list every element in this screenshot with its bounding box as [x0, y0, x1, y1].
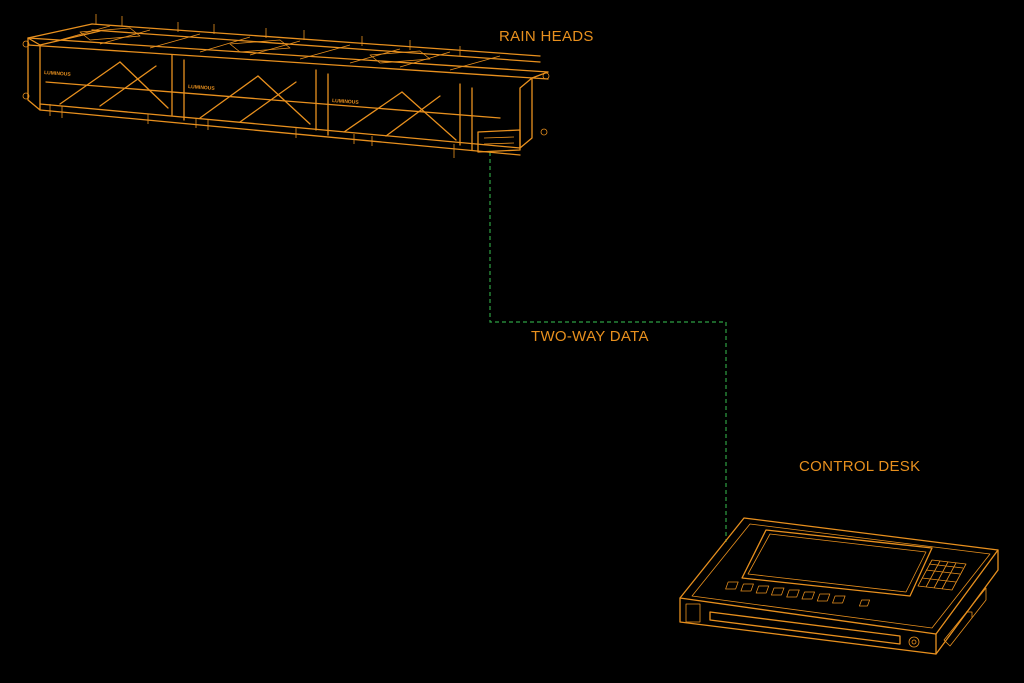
svg-text:LUMINOUS: LUMINOUS — [44, 70, 72, 78]
two-way-data-link — [489, 152, 727, 542]
svg-text:LUMINOUS: LUMINOUS — [332, 98, 360, 106]
keypad — [917, 559, 967, 591]
button-row — [725, 581, 871, 607]
rain-heads-truss-icon: LUMINOUS LUMINOUS LUMINOUS — [22, 14, 550, 158]
rain-heads-label: RAIN HEADS — [499, 28, 594, 45]
control-desk-label: CONTROL DESK — [799, 458, 921, 475]
two-way-data-label: TWO-WAY DATA — [531, 328, 649, 345]
control-desk-icon — [679, 517, 999, 655]
svg-text:LUMINOUS: LUMINOUS — [188, 84, 216, 92]
